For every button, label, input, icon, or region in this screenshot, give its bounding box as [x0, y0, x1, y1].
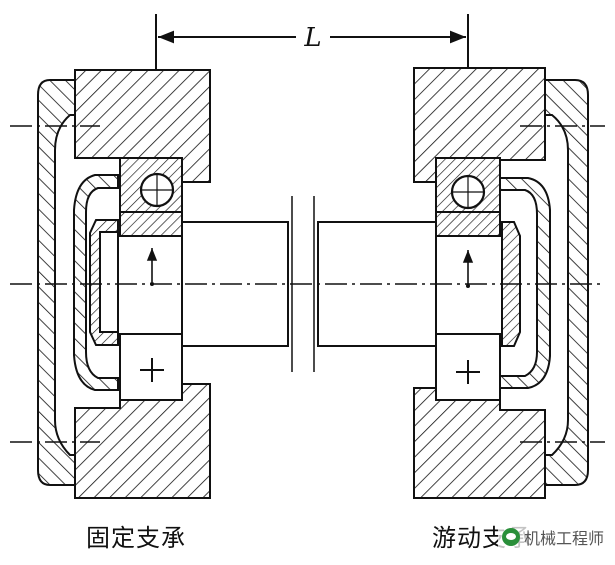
- end-cap: [544, 79, 589, 486]
- wechat-icon: [502, 528, 520, 546]
- bearing-inner-ring: [119, 211, 183, 237]
- end-cap: [37, 79, 76, 486]
- watermark: 机械工程师: [498, 524, 609, 550]
- housing-wall-lower: [413, 387, 546, 499]
- center-lines: [10, 125, 605, 443]
- dimension-label: L: [303, 23, 321, 53]
- floating-support: [413, 67, 589, 499]
- watermark-text: 机械工程师: [524, 529, 605, 548]
- bearing-inner-ring: [435, 211, 501, 237]
- end-cap-inner: [73, 174, 119, 391]
- fixed-support: [37, 69, 211, 499]
- housing-wall-lower: [74, 383, 211, 499]
- fixed-support-label: 固定支承: [86, 524, 186, 552]
